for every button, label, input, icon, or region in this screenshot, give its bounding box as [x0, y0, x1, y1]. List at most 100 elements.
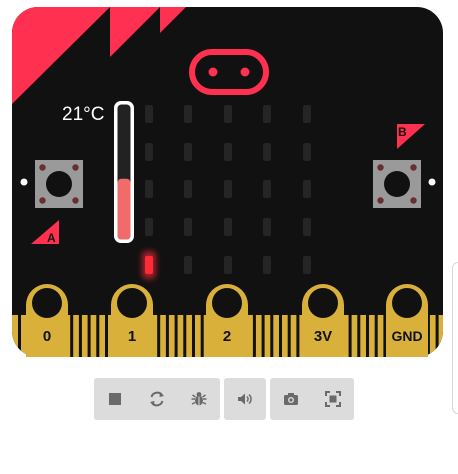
led [184, 256, 192, 274]
led [303, 180, 311, 198]
button-a[interactable] [35, 160, 83, 208]
edge-finger-gap [105, 315, 108, 357]
pin-3v[interactable]: 3V [302, 284, 344, 357]
edge-finger-gap [18, 315, 21, 357]
led-matrix [142, 105, 311, 279]
pin-label: 3V [314, 328, 332, 345]
refresh-icon [150, 391, 164, 407]
fullscreen-icon [325, 391, 341, 407]
led [184, 180, 192, 198]
button-b-screw [410, 197, 417, 204]
edge-finger-gap [383, 315, 387, 357]
edge-finger-gap [192, 315, 195, 357]
corner-stripe [110, 7, 160, 57]
led [184, 143, 192, 161]
button-a-marker [31, 220, 59, 244]
led [263, 256, 271, 274]
logo-dot [208, 67, 218, 77]
corner-stripe [12, 7, 110, 104]
edge-finger-gap [165, 315, 169, 357]
button-b-pad [428, 178, 436, 186]
led [145, 105, 153, 123]
pin-gnd[interactable]: GND [386, 284, 428, 357]
edge-finger-gap [261, 315, 265, 357]
led [263, 105, 271, 123]
button-b-label: B [398, 125, 407, 139]
edge-finger-gap [70, 315, 74, 357]
pin-0[interactable]: 0 [26, 284, 68, 357]
stop-button[interactable] [94, 378, 136, 420]
led [263, 218, 271, 236]
toolbar-group-run [94, 378, 220, 420]
mute-button[interactable] [224, 378, 266, 420]
button-a-screw [72, 197, 79, 204]
led [224, 256, 232, 274]
toolbar-group-sound [224, 378, 266, 420]
camera-icon [284, 393, 298, 405]
edge-finger-gap [279, 315, 282, 357]
led [224, 180, 232, 198]
button-a-screw [39, 164, 46, 171]
led [224, 143, 232, 161]
stop-icon [109, 393, 121, 405]
button-a-pad [20, 178, 28, 186]
edge-finger-gap [174, 315, 178, 357]
button-a-screw [39, 197, 46, 204]
led [184, 105, 192, 123]
led [184, 218, 192, 236]
edge-finger-gap [252, 315, 256, 357]
debug-button[interactable] [178, 378, 220, 420]
led [303, 105, 311, 123]
edge-finger-gap [200, 315, 204, 357]
edge-finger-gap [348, 315, 352, 357]
toolbar-group-view [270, 378, 354, 420]
simulator-toolbar [94, 378, 354, 420]
led [303, 256, 311, 274]
led [263, 180, 271, 198]
button-b-screw [377, 164, 384, 171]
edge-finger-gap [366, 315, 369, 357]
edge-finger-gap [87, 315, 91, 357]
bug-icon [191, 392, 207, 406]
fullscreen-button[interactable] [312, 378, 354, 420]
led [145, 256, 153, 274]
button-b-screw [410, 164, 417, 171]
edge-finger-gap [374, 315, 378, 357]
pin-label: GND [391, 328, 422, 344]
led [145, 143, 153, 161]
logo-dot [240, 67, 250, 77]
button-b-marker [397, 124, 425, 149]
pin-label: 0 [43, 328, 51, 345]
temperature-readout: 21°C [62, 104, 104, 125]
pin-hole [32, 288, 62, 318]
button-a-cap [46, 171, 72, 197]
led [303, 143, 311, 161]
edge-finger-gap [357, 315, 361, 357]
screenshot-button[interactable] [270, 378, 312, 420]
pin-hole [308, 288, 338, 318]
edge-finger-gap [435, 315, 439, 357]
thermometer-slider[interactable] [114, 101, 134, 243]
led [263, 143, 271, 161]
edge-finger-gap [78, 315, 82, 357]
led [224, 105, 232, 123]
corner-stripe [160, 7, 186, 33]
button-a-label: A [47, 231, 56, 245]
edge-finger-gap [96, 315, 100, 357]
edge-finger-gap [296, 315, 300, 357]
restart-button[interactable] [136, 378, 178, 420]
microbit-logo [189, 49, 269, 95]
pin-1[interactable]: 1 [111, 284, 153, 357]
edge-finger-gap [287, 315, 291, 357]
button-b-screw [377, 197, 384, 204]
led [145, 218, 153, 236]
pin-hole [212, 288, 242, 318]
led [224, 218, 232, 236]
edge-finger-gap [426, 315, 430, 357]
pin-2[interactable]: 2 [206, 284, 248, 357]
button-b[interactable] [373, 160, 421, 208]
led [145, 180, 153, 198]
